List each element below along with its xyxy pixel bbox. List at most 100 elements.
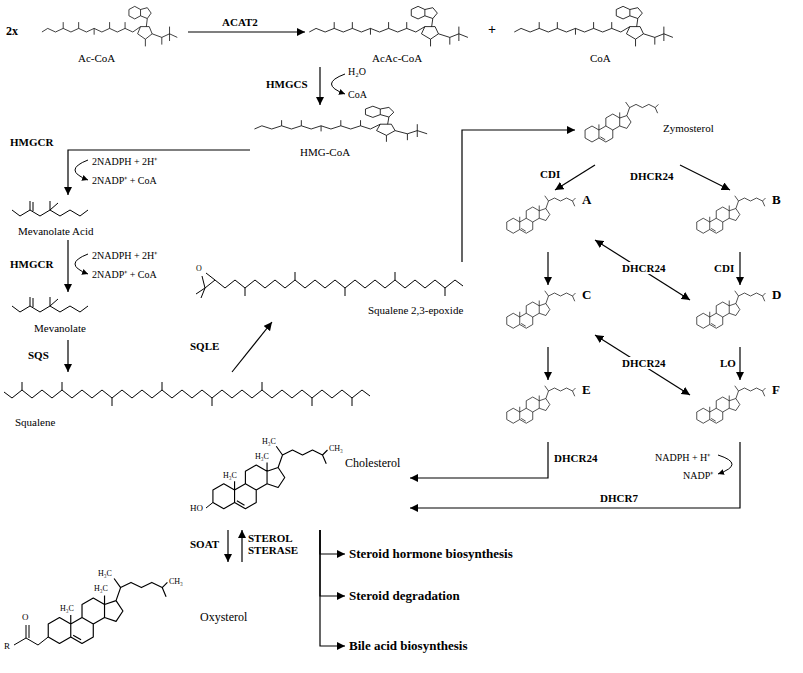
sterol-d-structure [697, 291, 766, 329]
enzyme-label: DHCR24 [630, 170, 673, 182]
enzyme-label: DHCR24 [620, 357, 667, 369]
reaction-arrow [680, 165, 730, 190]
mevalonate-structure [12, 297, 88, 312]
molecule-node: Cholesterol [200, 438, 410, 530]
side-reaction-arrow [332, 74, 346, 94]
annotation-label: + [488, 22, 496, 38]
epoxide-chain [205, 280, 455, 288]
annotation-label: HO [190, 503, 203, 513]
annotation-label: H₂O [348, 66, 366, 77]
enzyme-label: HMGCR [10, 258, 53, 270]
reaction-arrow [68, 150, 250, 195]
reaction-arrow [595, 335, 690, 395]
annotation-label: R [4, 641, 10, 651]
node-label: D [772, 287, 781, 303]
annotation-label: H₃C [60, 604, 74, 613]
reaction-arrow [319, 67, 320, 105]
sterol-e-structure [507, 386, 576, 424]
pathway-node: Bile acid biosynthesis [345, 636, 545, 656]
annotation-label: H₃C [94, 584, 108, 593]
reaction-arrow [555, 165, 595, 190]
mevalonic-acid-structure [12, 201, 88, 216]
reaction-arrow [462, 130, 575, 262]
ester-group [14, 625, 48, 645]
side-reaction-arrow [75, 160, 88, 180]
sterol-a-structure [507, 196, 576, 234]
reaction-arrow [739, 252, 740, 285]
node-label: Oxysterol [200, 610, 247, 625]
node-label: Steroid degradation [349, 588, 460, 604]
node-label: Bile acid biosynthesis [349, 638, 467, 654]
molecule-node: Zymosterol [575, 95, 725, 165]
node-label: E [582, 382, 591, 398]
side-reaction-arrow [718, 455, 732, 474]
zymosterol-structure [585, 102, 658, 142]
reaction-arrow [232, 322, 272, 372]
molecule-node: Squalene 2,3-epoxide [180, 262, 480, 322]
pathway-node: Steroid hormone biosynthesis [345, 544, 545, 564]
molecule-node: Squalene [5, 372, 380, 434]
annotation-label: NADPH + H⁺ [655, 450, 710, 464]
molecule-node: Oxysterol [5, 562, 290, 668]
enzyme-label: SOAT [190, 538, 219, 550]
reaction-arrow [547, 252, 548, 285]
pathway-node: Steroid degradation [345, 586, 545, 606]
annotation-label: NADP⁺ [683, 468, 713, 482]
enzyme-label: SQLE [190, 340, 219, 352]
annotation-label: CoA [348, 89, 367, 100]
molecule-node: Ac-CoA [38, 5, 188, 67]
reaction-arrow [188, 31, 305, 32]
annotation-label: CH₃ [329, 444, 343, 453]
node-label: Squalene 2,3-epoxide [368, 304, 463, 316]
sterol-c-structure [507, 291, 576, 329]
sterol-node: B [690, 190, 790, 252]
annotation-label: O [196, 264, 202, 273]
enzyme-label: LO [720, 357, 736, 369]
enzyme-label: SQS [28, 349, 49, 361]
node-label: Ac-CoA [78, 52, 115, 64]
node-label: C [582, 287, 591, 303]
node-label: Squalene [15, 416, 55, 428]
sterol-node: D [690, 285, 790, 347]
enzyme-label: ACAT2 [222, 16, 258, 28]
oxysterol-structure [48, 579, 167, 644]
annotation-label: H₃C [255, 452, 269, 461]
squalene-chain [12, 390, 362, 398]
node-label: CoA [590, 52, 611, 64]
node-label: Mevanolate Acid [18, 225, 93, 237]
node-label: Mevanolate [34, 322, 86, 334]
reaction-arrow [410, 442, 740, 508]
epoxide-branches [196, 272, 463, 298]
hydroxyl-bond [206, 503, 213, 509]
annotation-label: 2NADPH + 2H⁺ [92, 154, 157, 168]
annotation-label: H₃C [98, 569, 112, 578]
hmg-coa-structure [254, 106, 427, 142]
reaction-arrow [67, 240, 68, 292]
node-label: Steroid hormone biosynthesis [349, 546, 513, 562]
enzyme-label: STEROL STERASE [248, 532, 310, 556]
reaction-arrow [320, 530, 345, 554]
enzyme-label: DHCR24 [554, 452, 597, 464]
molecule-node: CoA [510, 5, 685, 67]
annotation-label: 2NADP⁺ + CoA [92, 173, 157, 187]
node-label: AcAc-CoA [372, 52, 422, 64]
node-label: Zymosterol [663, 122, 714, 134]
annotation-label: H₃C [262, 437, 276, 446]
molecule-node: Mevanolate Acid [8, 195, 133, 240]
annotation-label: H₃C [223, 471, 237, 480]
molecule-node: AcAc-CoA [305, 5, 480, 67]
enzyme-label: HMGCR [10, 136, 53, 148]
reaction-arrow [547, 347, 548, 380]
enzyme-label: DHCR7 [600, 492, 638, 504]
reaction-arrow [241, 530, 242, 562]
sterol-b-structure [697, 196, 766, 234]
cholesterol-structure [213, 446, 328, 509]
annotation-label: O [22, 612, 29, 622]
acac-coa-structure [309, 6, 468, 46]
node-label: HMG-CoA [300, 146, 350, 158]
reaction-arrow [595, 240, 690, 300]
sterol-node: E [500, 380, 595, 442]
